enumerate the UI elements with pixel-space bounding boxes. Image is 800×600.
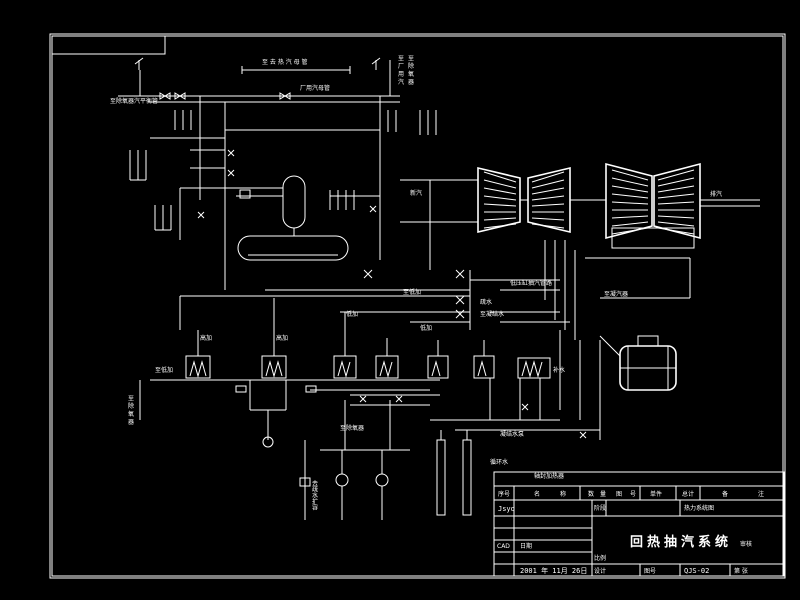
deaerator-header-label: 至 去 热 汽 母 管 — [262, 58, 308, 66]
cell-b: 审核 — [740, 540, 752, 548]
left-inlet-label: 至除氧器汽平衡管 — [110, 97, 158, 105]
top-right-vlabel-2: 至 除 氧 器 — [407, 55, 414, 86]
deaerator — [150, 129, 380, 261]
outer-frame — [49, 33, 786, 579]
col-header-10: 注 — [758, 490, 764, 498]
sheet-label: 第 张 — [734, 567, 748, 575]
col-header-8: 总计 — [682, 490, 694, 498]
main-steam-lines: 至除氧器汽平衡管 厂用汽母管 至 厂 用 汽 至 除 氧 器 — [110, 55, 414, 290]
col-header-0: 序号 — [498, 490, 510, 498]
label-i: 轴封加热器 — [534, 472, 564, 480]
label-e: 凝结水泵 — [500, 430, 524, 438]
col-header-2: 称 — [560, 490, 566, 498]
pipe-label-1: 低压缸抽汽管路 — [510, 279, 552, 287]
company-name: Jsyo — [498, 505, 515, 513]
cad-value: 日期 — [520, 542, 532, 550]
label-a: 至低加 — [403, 288, 421, 296]
sys-label: 热力系统图 — [684, 504, 714, 512]
deaerator-header: 至 去 热 汽 母 管 — [241, 58, 351, 74]
heater-1-label: 高加 — [200, 334, 212, 342]
label-g: 至 除 氧 器 — [127, 395, 134, 426]
label-j: 至低加 — [155, 366, 173, 374]
label-b: 疏水 — [480, 298, 492, 306]
top-left-tab — [52, 36, 166, 55]
heaters: 高加 高加 低加 低加 补水 凝结水泵 循环水 至 除 氧 器 — [127, 298, 600, 466]
heater-2-label: 高加 — [276, 334, 288, 342]
condenser — [559, 330, 677, 440]
scale-label: 比例 — [594, 554, 606, 562]
col-header-3: 数 — [588, 490, 594, 498]
top-mid-label: 厂用汽母管 — [300, 84, 330, 92]
title-block: 序号 名 称 数 量 图 号 单件 总计 备 注 Jsyo 阶段 热力系统图 回… — [493, 471, 785, 577]
label-k: 排汽 — [710, 190, 722, 198]
drawing-no-label: 图号 — [644, 568, 656, 575]
drawing-no: QJS-02 — [684, 567, 709, 575]
label-f: 循环水 — [490, 458, 508, 466]
cad-label: CAD — [497, 543, 510, 550]
col-header-4: 量 — [600, 491, 606, 498]
instrument-branches — [129, 110, 437, 231]
inner-frame — [51, 35, 784, 577]
stage-label: 阶段 — [594, 504, 606, 512]
extraction-lines: 低压缸抽汽管路 至凝汽器 至低加 疏水 至凝结水 — [179, 240, 691, 340]
drawing-title: 回热抽汽系统 — [630, 534, 732, 550]
pumps: 去疏水扩容 轴封加热器 至低加 排汽 至除氧器 — [155, 190, 722, 520]
label-d: 补水 — [553, 366, 565, 374]
col-header-5: 图 — [616, 491, 622, 498]
cell-a: 设计 — [594, 567, 606, 575]
heater-3-label: 低加 — [346, 310, 358, 318]
label-l: 至除氧器 — [340, 424, 364, 432]
turbine-hp: 新汽 — [400, 166, 571, 270]
col-header-7: 单件 — [650, 490, 662, 498]
label-h: 去疏水扩容 — [311, 479, 318, 511]
turbine-left-label: 新汽 — [410, 189, 422, 197]
col-header-9: 备 — [722, 490, 728, 498]
turbine-lp — [570, 162, 760, 249]
label-c: 至凝结水 — [480, 310, 504, 318]
pipe-label-2: 至凝汽器 — [604, 290, 628, 298]
col-header-6: 号 — [630, 491, 636, 498]
col-header-1: 名 — [534, 490, 540, 498]
drawing-date: 2001 年 11月 26日 — [520, 566, 587, 575]
top-right-vlabel: 至 厂 用 汽 — [397, 55, 404, 85]
heater-4-label: 低加 — [420, 324, 432, 332]
